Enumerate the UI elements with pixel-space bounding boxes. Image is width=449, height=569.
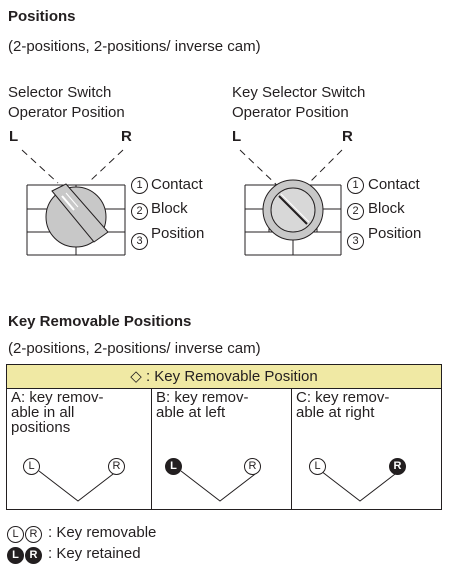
selector-left-dashed-line xyxy=(21,149,59,184)
cell-c-left-removable-icon: L xyxy=(309,458,326,475)
selector-switch-left-label: L xyxy=(9,128,19,145)
cell-c-right-retained-icon: R xyxy=(389,458,406,475)
legend-retained-left-icon: L xyxy=(7,547,24,564)
key-removable-table: ◇ : Key Removable Position A: key remov-… xyxy=(6,364,442,510)
key-contact-text-1: Contact xyxy=(368,176,420,193)
key-selector-switch-right-label: R xyxy=(342,128,353,145)
cell-a-left-removable-icon: L xyxy=(23,458,40,475)
positions-title: Positions xyxy=(8,8,76,25)
key-removable-table-header: ◇ : Key Removable Position xyxy=(7,365,441,389)
cell-b-line1: B: key remov- xyxy=(156,389,249,406)
cell-a-right-removable-icon: R xyxy=(108,458,125,475)
column-divider xyxy=(151,388,152,509)
selector-switch-right-label: R xyxy=(121,128,132,145)
key-selector-switch-label-line2: Operator Position xyxy=(232,104,349,121)
key-contact-text-3: Position xyxy=(368,225,422,242)
column-divider xyxy=(291,388,292,509)
table-cell-a: A: key remov- able in all positions xyxy=(7,388,151,509)
key-contact-1-marker: 1 xyxy=(347,177,364,194)
legend-removable-left-icon: L xyxy=(7,526,24,543)
cell-b-line2: able at left xyxy=(156,404,226,421)
selector-contact-3-marker: 3 xyxy=(131,233,148,250)
selector-contact-2-marker: 2 xyxy=(131,203,148,220)
key-contact-text-2: Block xyxy=(368,200,405,217)
selector-switch-label-line2: Operator Position xyxy=(8,104,125,121)
key-removable-title: Key Removable Positions xyxy=(8,313,192,330)
key-selector-switch-left-label: L xyxy=(232,128,242,145)
key-selector-switch-diagram xyxy=(239,149,343,256)
cell-b-left-retained-icon: L xyxy=(165,458,182,475)
selector-lever xyxy=(51,183,109,243)
selector-contact-1-marker: 1 xyxy=(131,177,148,194)
key-contact-2-marker: 2 xyxy=(347,203,364,220)
key-left-dashed-line xyxy=(239,149,283,191)
cell-a-line3: positions xyxy=(11,419,71,436)
table-cell-b: B: key remov- able at left xyxy=(152,388,291,509)
legend-retained-right-icon: R xyxy=(25,547,42,564)
key-right-dashed-line xyxy=(305,149,343,187)
selector-switch-diagram xyxy=(21,149,126,256)
positions-subtitle: (2-positions, 2-positions/ inverse cam) xyxy=(8,38,261,55)
cell-b-right-removable-icon: R xyxy=(244,458,261,475)
key-selector-switch-label-line1: Key Selector Switch xyxy=(232,84,366,101)
legend-removable-right-icon: R xyxy=(25,526,42,543)
selector-switch-label-line1: Selector Switch xyxy=(8,84,112,101)
key-slot xyxy=(278,195,308,225)
legend-removable-text: : Key removable xyxy=(48,524,157,541)
cell-a-line1: A: key remov- xyxy=(11,389,104,406)
cell-a-line2: able in all xyxy=(11,404,75,421)
legend-retained-text: : Key retained xyxy=(48,545,141,562)
diamond-icon: ◇ xyxy=(130,368,142,385)
cell-c-line1: C: key remov- xyxy=(296,389,390,406)
key-contact-3-marker: 3 xyxy=(347,233,364,250)
table-cell-c: C: key remov- able at right xyxy=(292,388,441,509)
selector-contact-text-3: Position xyxy=(151,225,205,242)
selector-right-dashed-line xyxy=(89,149,124,182)
cell-c-line2: able at right xyxy=(296,404,375,421)
selector-contact-text-1: Contact xyxy=(151,176,203,193)
key-removable-subtitle: (2-positions, 2-positions/ inverse cam) xyxy=(8,340,261,357)
table-header-text: : Key Removable Position xyxy=(145,368,318,385)
selector-contact-text-2: Block xyxy=(151,200,188,217)
